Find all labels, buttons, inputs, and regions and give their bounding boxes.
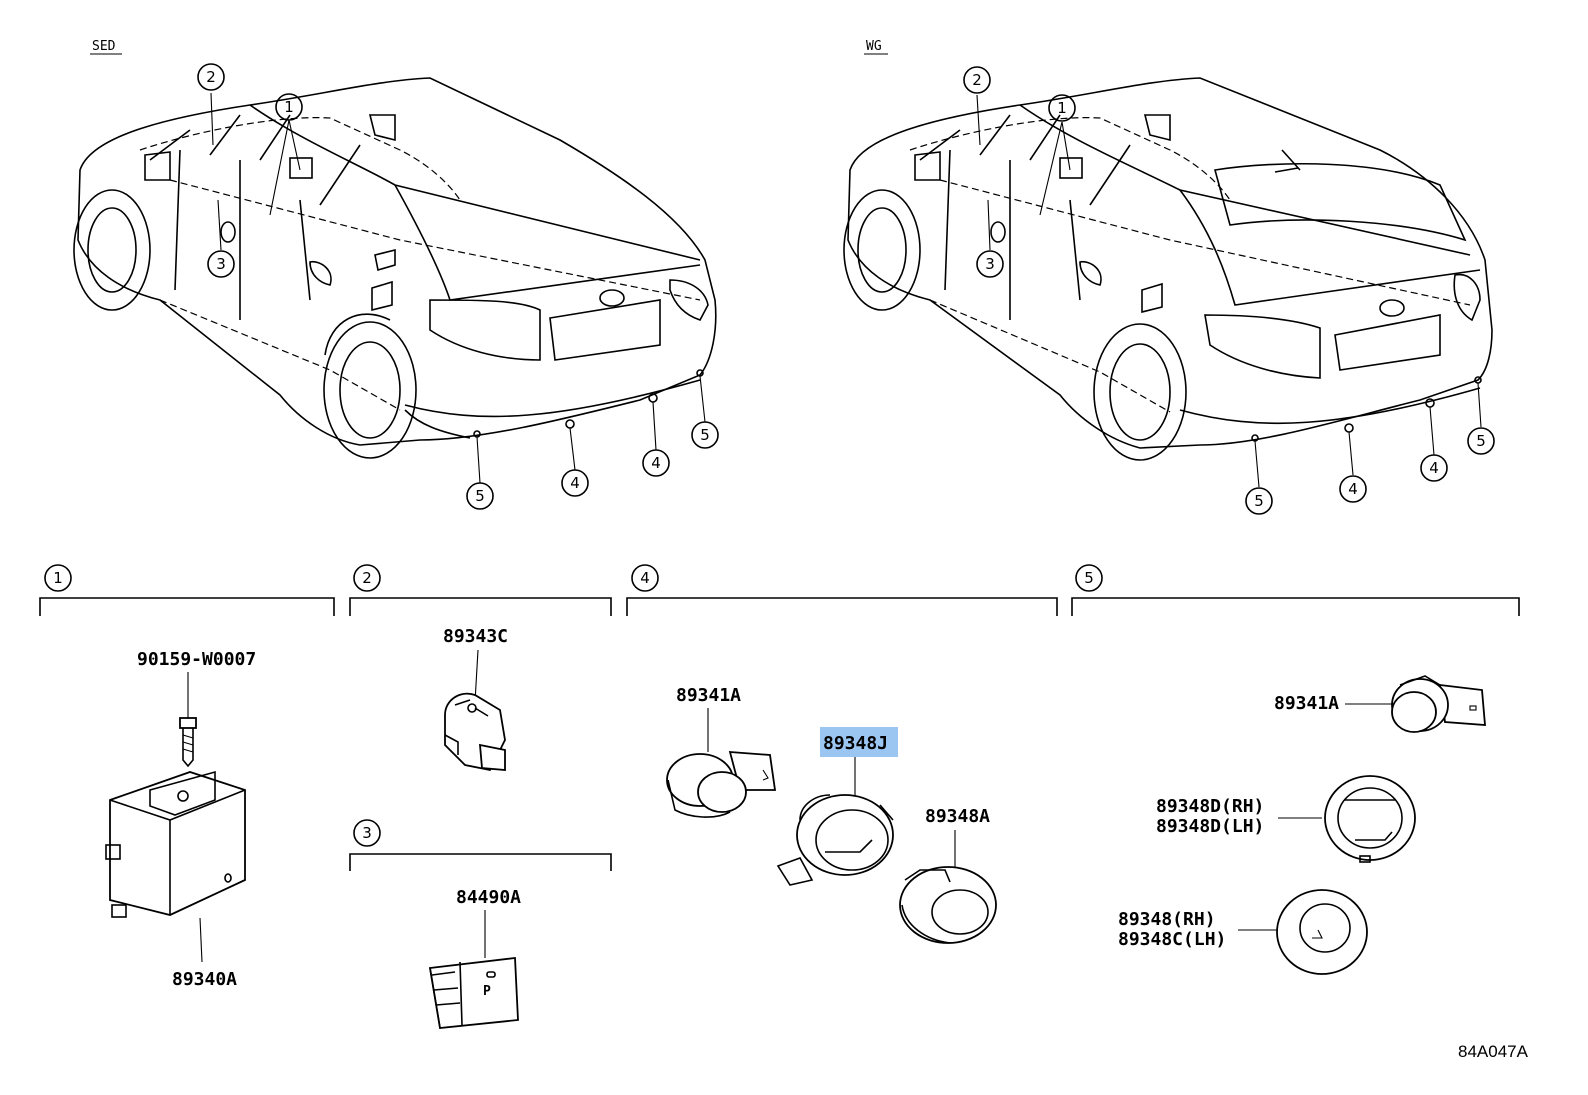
svg-text:4: 4: [1348, 480, 1358, 498]
part-89348J-label[interactable]: 89348J: [823, 733, 888, 754]
diagram-code: 84A047A: [1458, 1042, 1529, 1061]
svg-text:3: 3: [216, 255, 226, 273]
part-89343C-label[interactable]: 89343C: [443, 626, 508, 647]
group-1: 1 90159-W0007 89340A: [39, 564, 335, 990]
group-3: 3 84490A P: [349, 819, 612, 1029]
svg-text:4: 4: [640, 569, 650, 587]
ecu-module-part: [105, 770, 246, 918]
part-89348D-LH-label[interactable]: 89348D(LH): [1156, 816, 1264, 837]
callout-5-sedan-left: 5: [466, 482, 494, 510]
group-2: 2 89343C: [349, 564, 612, 772]
svg-text:4: 4: [570, 474, 580, 492]
group-5: 5 89341A 89348D(RH) 89348D(LH) 89348(RH)…: [1071, 564, 1520, 975]
sensor-bezel-part-g4: [899, 866, 997, 944]
svg-text:1: 1: [53, 569, 63, 587]
group-4-callout: 4: [631, 564, 659, 592]
callout-1-wagon: 1: [1048, 94, 1076, 122]
callout-5-wagon-right: 5: [1467, 427, 1495, 455]
svg-text:2: 2: [362, 569, 372, 587]
group-2-callout: 2: [353, 564, 381, 592]
part-89341A-label-g4[interactable]: 89341A: [676, 685, 741, 706]
svg-text:1: 1: [284, 98, 294, 116]
svg-text:1: 1: [1057, 99, 1067, 117]
callout-3-wagon: 3: [976, 250, 1004, 278]
svg-text:4: 4: [651, 454, 661, 472]
variant-label-wagon: WG: [866, 39, 882, 54]
ultrasonic-sensor-part-g5: [1391, 675, 1486, 733]
parking-sensor-switch-part: P: [428, 956, 519, 1029]
callout-2-wagon: 2: [963, 66, 991, 94]
svg-text:2: 2: [972, 71, 982, 89]
sedan-illustration: SED: [73, 39, 719, 510]
part-90159-W0007-label[interactable]: 90159-W0007: [137, 649, 256, 670]
callout-4-sedan-left: 4: [561, 469, 589, 497]
svg-text:5: 5: [1084, 569, 1094, 587]
part-89348D-RH-label[interactable]: 89348D(RH): [1156, 796, 1264, 817]
switch-face-text: P: [483, 984, 491, 999]
callout-4-wagon-left: 4: [1339, 475, 1367, 503]
group-4: 4 89341A 89348J 89348A: [626, 564, 1058, 944]
callout-5-sedan-right: 5: [691, 421, 719, 449]
highlight-89348J: [820, 727, 898, 757]
svg-text:5: 5: [1254, 492, 1264, 510]
group-1-callout: 1: [44, 564, 72, 592]
callout-1-sedan: 1: [275, 93, 303, 121]
wagon-illustration: WG 2 1 3: [843, 39, 1495, 515]
callout-3-sedan: 3: [207, 250, 235, 278]
bolt-part: [179, 717, 197, 768]
callout-2-sedan: 2: [197, 63, 225, 91]
part-89348A-label[interactable]: 89348A: [925, 806, 990, 827]
ultrasonic-sensor-part-g4: [666, 751, 777, 818]
callout-5-wagon-left: 5: [1245, 487, 1273, 515]
sensor-retainer-part-g4: [776, 794, 894, 886]
svg-text:3: 3: [362, 824, 372, 842]
part-89348C-LH-label[interactable]: 89348C(LH): [1118, 929, 1226, 950]
group-5-callout: 5: [1075, 564, 1103, 592]
svg-text:4: 4: [1429, 459, 1439, 477]
sensor-retainer-part-g5: [1324, 775, 1416, 863]
part-84490A-label[interactable]: 84490A: [456, 887, 521, 908]
part-89348-RH-label[interactable]: 89348(RH): [1118, 909, 1216, 930]
callout-4-sedan-right: 4: [642, 449, 670, 477]
part-89341A-label-g5[interactable]: 89341A: [1274, 693, 1339, 714]
group-3-callout: 3: [353, 819, 381, 847]
svg-text:5: 5: [475, 487, 485, 505]
variant-label-sedan: SED: [92, 39, 116, 54]
svg-text:2: 2: [206, 68, 216, 86]
airbag-sensor-part: [444, 692, 506, 772]
callout-4-wagon-right: 4: [1420, 454, 1448, 482]
part-89340A-label[interactable]: 89340A: [172, 969, 237, 990]
svg-text:3: 3: [985, 255, 995, 273]
svg-text:5: 5: [1476, 432, 1486, 450]
sensor-bezel-part-g5: [1276, 889, 1368, 975]
svg-text:5: 5: [700, 426, 710, 444]
